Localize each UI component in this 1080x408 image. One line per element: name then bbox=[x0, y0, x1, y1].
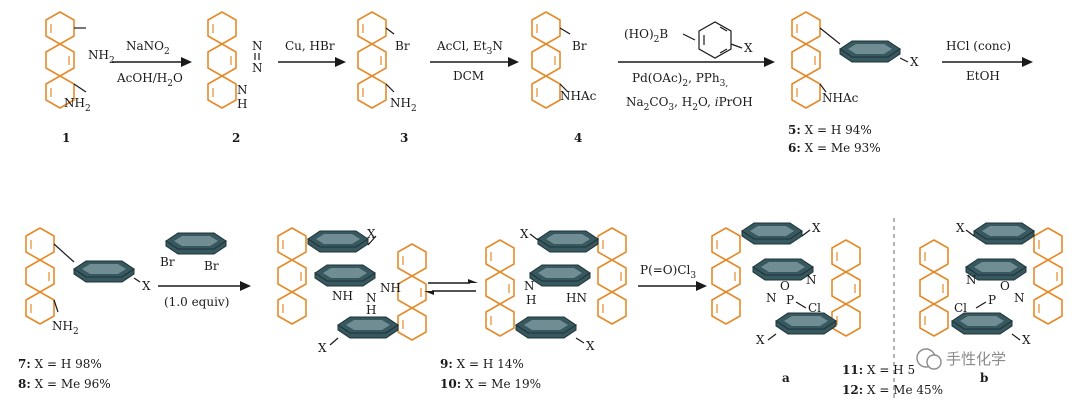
nh-label: NH bbox=[332, 289, 353, 303]
compound-number: 4 bbox=[574, 131, 582, 145]
cl-label: Cl bbox=[954, 301, 967, 315]
nhac-label: NHAc bbox=[822, 91, 859, 105]
h-label: H bbox=[526, 293, 536, 307]
p-label: P bbox=[988, 293, 996, 307]
reaction-arrow-6: Br Br (1.0 equiv) bbox=[158, 232, 251, 309]
reaction-arrow-4: (HO)2B X Pd(OAc)2, PPh3, Na2CO3, H2O, iP… bbox=[618, 21, 775, 113]
o-label: O bbox=[780, 279, 790, 293]
x-label: X bbox=[744, 41, 753, 55]
h-label: H bbox=[237, 97, 247, 111]
yield-8: 8: X = Me 96% bbox=[18, 377, 111, 391]
product-label-a: a bbox=[782, 371, 790, 385]
reagent-label: NaNO2 bbox=[126, 39, 170, 57]
nh2-label: NH2 bbox=[88, 48, 115, 66]
n-label: N bbox=[237, 83, 248, 97]
compound-5-6: X NHAc 5: X = H 94% 6: X = Me 93% bbox=[788, 11, 919, 155]
compound-number: 3 bbox=[400, 131, 408, 145]
x-label: X bbox=[318, 341, 327, 355]
reaction-arrow-2: Cu, HBr bbox=[278, 39, 346, 67]
reagent-label: AcCl, Et3N bbox=[436, 39, 503, 57]
yield-11: 11: X = H 5 bbox=[842, 363, 915, 377]
p-label: P bbox=[786, 293, 794, 307]
compound-number: 1 bbox=[62, 131, 70, 145]
equilibrium-arrows bbox=[424, 279, 478, 295]
boronic-acid-label: (HO)2B bbox=[624, 27, 668, 45]
solvent-label: EtOH bbox=[966, 69, 1000, 83]
product-a: X N O N P Cl X a bbox=[711, 221, 861, 385]
x-label: X bbox=[586, 339, 595, 353]
h-label: H bbox=[366, 303, 376, 317]
solvent-label: DCM bbox=[453, 69, 484, 83]
n-label: N bbox=[366, 291, 377, 305]
x-label: X bbox=[812, 221, 821, 235]
yield-10: 10: X = Me 19% bbox=[440, 377, 541, 391]
br-label: Br bbox=[204, 259, 219, 273]
br-label: Br bbox=[572, 39, 587, 53]
yield-5: 5: X = H 94% bbox=[788, 123, 872, 137]
br-label: Br bbox=[160, 255, 175, 269]
hn-label: HN bbox=[566, 291, 587, 305]
yield-9: 9: X = H 14% bbox=[440, 357, 524, 371]
x-label: X bbox=[520, 227, 529, 241]
macrocycle-left-conformer: X NH NH N H X bbox=[277, 227, 427, 355]
br-label: Br bbox=[395, 39, 410, 53]
compound-1: NH2 NH2 1 bbox=[45, 11, 115, 145]
reagent-label: HCl (conc) bbox=[946, 39, 1011, 53]
n-label: N bbox=[766, 291, 777, 305]
reaction-arrow-3: AcCl, Et3N DCM bbox=[430, 39, 519, 83]
nh-label: NH bbox=[380, 281, 401, 295]
watermark: 手性化学 bbox=[916, 348, 1006, 370]
yield-7: 7: X = H 98% bbox=[18, 357, 102, 371]
x-label: X bbox=[956, 221, 965, 235]
product-label-b: b bbox=[980, 371, 988, 385]
reagent-label: Cu, HBr bbox=[285, 39, 335, 53]
n-label: N bbox=[1014, 291, 1025, 305]
solvent-label: AcOH/H2O bbox=[116, 71, 183, 89]
n-label: N bbox=[806, 273, 817, 287]
catalyst-label: Pd(OAc)2, PPh3, bbox=[632, 71, 728, 89]
x-label: X bbox=[910, 55, 919, 69]
x-label: X bbox=[142, 279, 151, 293]
reaction-arrow-1: NaNO2 AcOH/H2O bbox=[112, 39, 192, 89]
reaction-arrow-5: HCl (conc) EtOH bbox=[942, 39, 1033, 83]
nhac-label: NHAc bbox=[560, 89, 597, 103]
base-solvent-label: Na2CO3, H2O, iPrOH bbox=[626, 95, 753, 113]
equiv-label: (1.0 equiv) bbox=[164, 295, 229, 309]
reaction-arrow-7: P(=O)Cl3 bbox=[638, 263, 707, 291]
n-label: N bbox=[966, 273, 977, 287]
cl-label: Cl bbox=[808, 301, 821, 315]
macrocycle-right-conformer: X N H HN X 9: X = H 14% 10: X = Me 19% bbox=[440, 227, 627, 391]
compound-7-8: X NH2 7: X = H 98% 8: X = Me 96% bbox=[18, 227, 151, 391]
reagent-label: P(=O)Cl3 bbox=[640, 263, 696, 281]
compound-number: 2 bbox=[232, 131, 240, 145]
o-label: O bbox=[1000, 279, 1010, 293]
n-label: N bbox=[252, 61, 263, 75]
x-label: X bbox=[367, 227, 376, 241]
nh2-label: NH2 bbox=[390, 96, 417, 114]
nh2-label: NH2 bbox=[64, 96, 91, 114]
watermark-text: 手性化学 bbox=[946, 350, 1006, 368]
x-label: X bbox=[756, 333, 765, 347]
n-label: N bbox=[524, 279, 535, 293]
n-label: N bbox=[252, 39, 263, 53]
yield-6: 6: X = Me 93% bbox=[788, 141, 881, 155]
compound-3: Br NH2 3 bbox=[357, 11, 417, 145]
x-label: X bbox=[1022, 333, 1031, 347]
compound-2: N N N H 2 bbox=[207, 11, 263, 145]
compound-4: Br NHAc 4 bbox=[531, 11, 597, 145]
product-b: X N O N P Cl X b bbox=[919, 221, 1063, 385]
yield-12: 12: X = Me 45% bbox=[842, 383, 943, 397]
nh2-label: NH2 bbox=[52, 319, 79, 337]
